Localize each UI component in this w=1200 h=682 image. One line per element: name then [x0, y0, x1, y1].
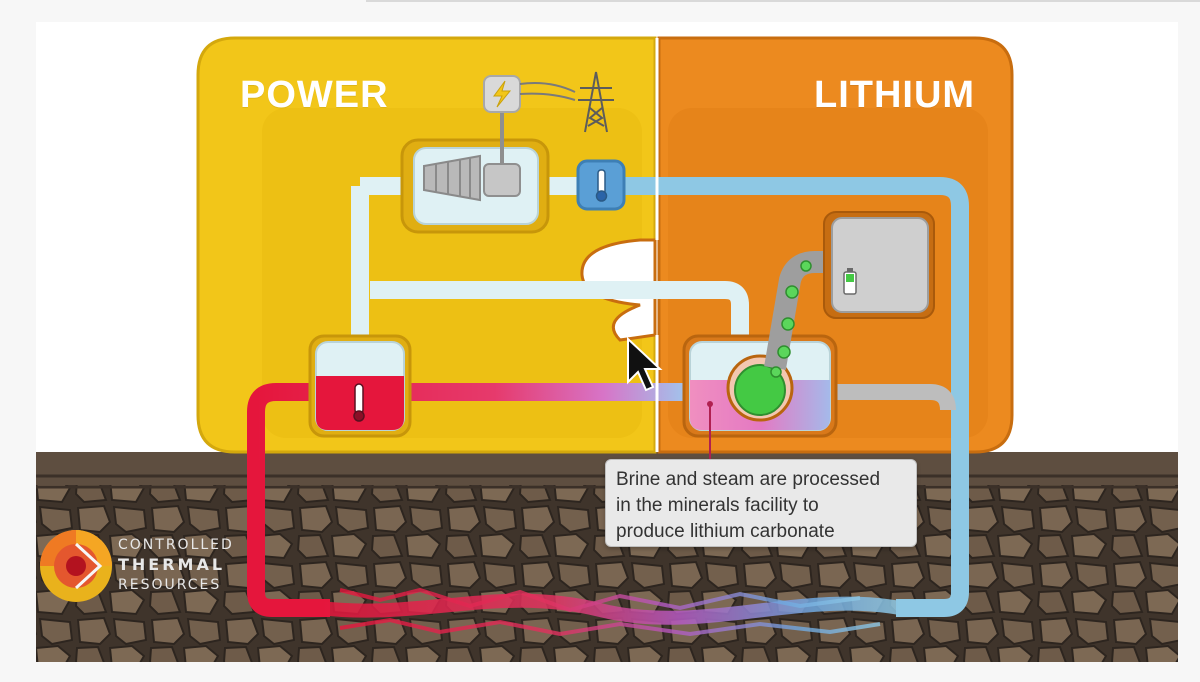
company-name: CONTROLLED THERMAL RESOURCES — [118, 535, 234, 595]
logo-line-2: THERMAL — [118, 555, 226, 574]
top-divider — [366, 0, 1200, 2]
battery-icon — [843, 268, 857, 295]
power-tower-icon — [578, 71, 614, 133]
production-well — [247, 460, 330, 617]
callout-line-1: Brine and steam are processed — [616, 469, 881, 490]
thermometer-icon — [576, 159, 626, 211]
logo-line-1: CONTROLLED — [118, 537, 234, 553]
lithium-conveyor — [764, 251, 840, 370]
info-callout: Brine and steam are processed in the min… — [605, 459, 917, 547]
callout-line-3: produce lithium carbonate — [616, 521, 835, 542]
steam-to-minerals-pipe — [370, 281, 749, 360]
process-diagram — [36, 36, 1178, 662]
lithium-storage — [831, 217, 929, 313]
cool-return-pipe — [596, 177, 969, 617]
lightning-icon — [483, 75, 521, 113]
thermometer-icon — [353, 383, 365, 422]
lithium-label: LITHIUM — [814, 74, 976, 116]
cursor-icon — [627, 336, 663, 392]
power-label: POWER — [240, 74, 389, 116]
logo-line-3: RESOURCES — [118, 577, 222, 593]
hot-brine-pipe — [247, 383, 690, 462]
turbine-icon — [423, 154, 521, 202]
company-logo — [40, 530, 112, 602]
diagram-frame — [36, 22, 1178, 662]
callout-line-2: in the minerals facility to — [616, 495, 819, 516]
